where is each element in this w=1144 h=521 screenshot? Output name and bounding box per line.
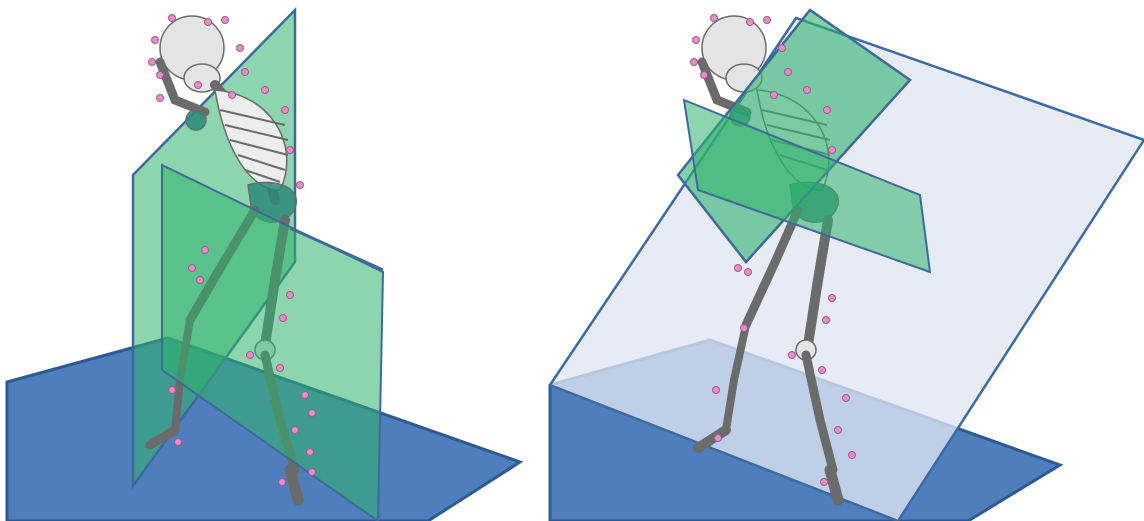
right-figure-svg <box>548 0 1144 521</box>
left-figure-svg <box>0 0 560 521</box>
right-figure-panel <box>548 0 1144 521</box>
right-foot <box>290 470 298 500</box>
left-figure-panel <box>0 0 560 521</box>
shoulder-joint <box>186 110 206 130</box>
right-foot <box>830 470 838 500</box>
